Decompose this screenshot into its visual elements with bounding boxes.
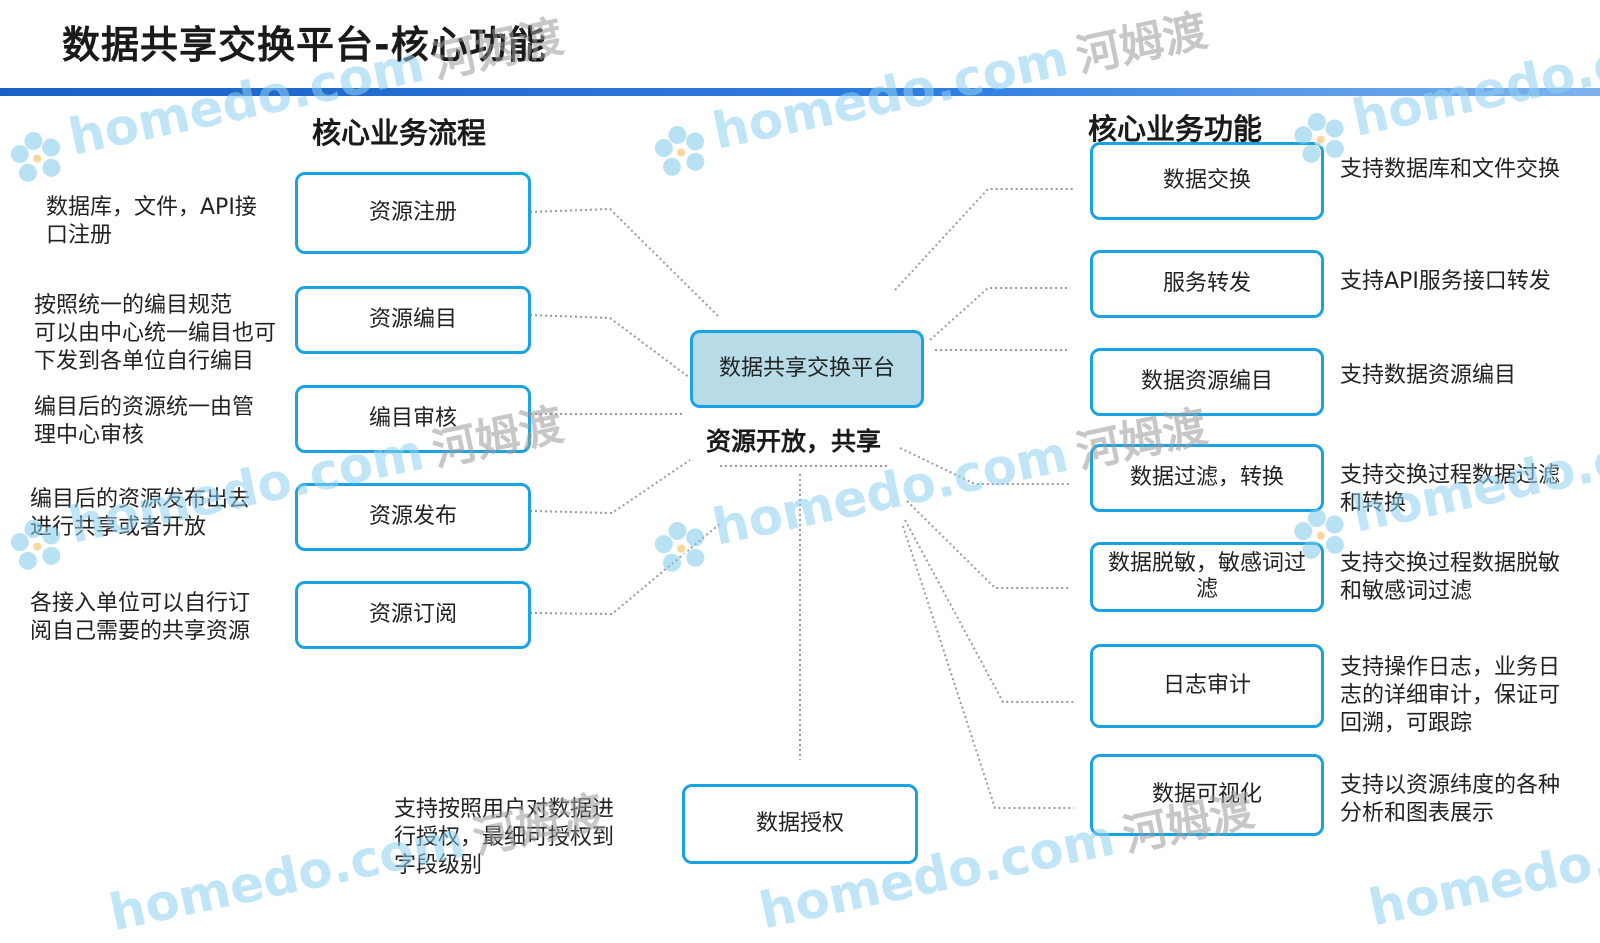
- desc-data-desensitize: 支持交换过程数据脱敏和敏感词过滤: [1340, 551, 1561, 604]
- connector-visualize: [902, 525, 1074, 809]
- desc-data-authorize: 支持按照用户对数据进行授权，最细可授权到字段级别: [394, 797, 615, 878]
- box-resource-publish: 资源发布: [295, 483, 531, 551]
- box-resource-subscribe: 资源订阅: [295, 581, 531, 649]
- desc-catalog-review: 编目后的资源统一由管理中心审核: [34, 395, 255, 448]
- desc-resource-subscribe: 各接入单位可以自行订阅自己需要的共享资源: [30, 591, 251, 644]
- connector-exchange: [894, 188, 1073, 291]
- box-data-desensitize: 数据脱敏，敏感词过滤: [1090, 542, 1324, 612]
- desc-service-forward: 支持API服务接口转发: [1340, 269, 1551, 294]
- connector-publish: [529, 459, 691, 515]
- desc-data-filter: 支持交换过程数据过滤和转换: [1340, 463, 1561, 516]
- connector-subscribe: [529, 521, 723, 616]
- connector-catalog: [529, 314, 691, 379]
- box-data-visualize: 数据可视化: [1090, 754, 1324, 836]
- center-platform-box: 数据共享交换平台: [690, 330, 924, 408]
- connector-desensitize: [906, 500, 1070, 589]
- box-resource-catalog: 资源编目: [295, 286, 531, 354]
- desc-resource-catalog: 按照统一的编目规范可以由中心统一编目也可下发到各单位自行编目: [34, 293, 277, 374]
- connector-filter: [899, 447, 1070, 485]
- left-heading: 核心业务流程: [312, 116, 487, 150]
- desc-resource-publish: 编目后的资源发布出去进行共享或者开放: [30, 487, 251, 540]
- desc-log-audit: 支持操作日志，业务日志的详细审计，保证可回溯，可跟踪: [1340, 655, 1561, 736]
- box-data-exchange: 数据交换: [1090, 142, 1324, 220]
- desc-data-resource-catalog: 支持数据资源编目: [1340, 363, 1517, 388]
- desc-data-visualize: 支持以资源纬度的各种分析和图表展示: [1340, 773, 1561, 826]
- connector-register: [529, 207, 721, 319]
- box-log-audit: 日志审计: [1090, 644, 1324, 728]
- page-title: 数据共享交换平台-核心功能: [62, 23, 547, 67]
- box-catalog-review: 编目审核: [295, 385, 531, 453]
- box-data-resource-catalog: 数据资源编目: [1090, 348, 1324, 416]
- desc-data-exchange: 支持数据库和文件交换: [1340, 157, 1561, 182]
- box-data-filter: 数据过滤，转换: [1090, 444, 1324, 512]
- box-data-authorize: 数据授权: [682, 784, 918, 864]
- box-resource-register: 资源注册: [295, 172, 531, 254]
- desc-resource-register: 数据库，文件，API接口注册: [46, 195, 257, 248]
- connector-lines: [529, 188, 1074, 809]
- connector-audit: [904, 519, 1074, 703]
- center-subtitle: 资源开放，共享: [706, 427, 882, 456]
- title-underline-bar: [0, 88, 1600, 96]
- connector-forward: [929, 287, 1068, 341]
- box-service-forward: 服务转发: [1090, 250, 1324, 318]
- right-heading: 核心业务功能: [1088, 112, 1263, 146]
